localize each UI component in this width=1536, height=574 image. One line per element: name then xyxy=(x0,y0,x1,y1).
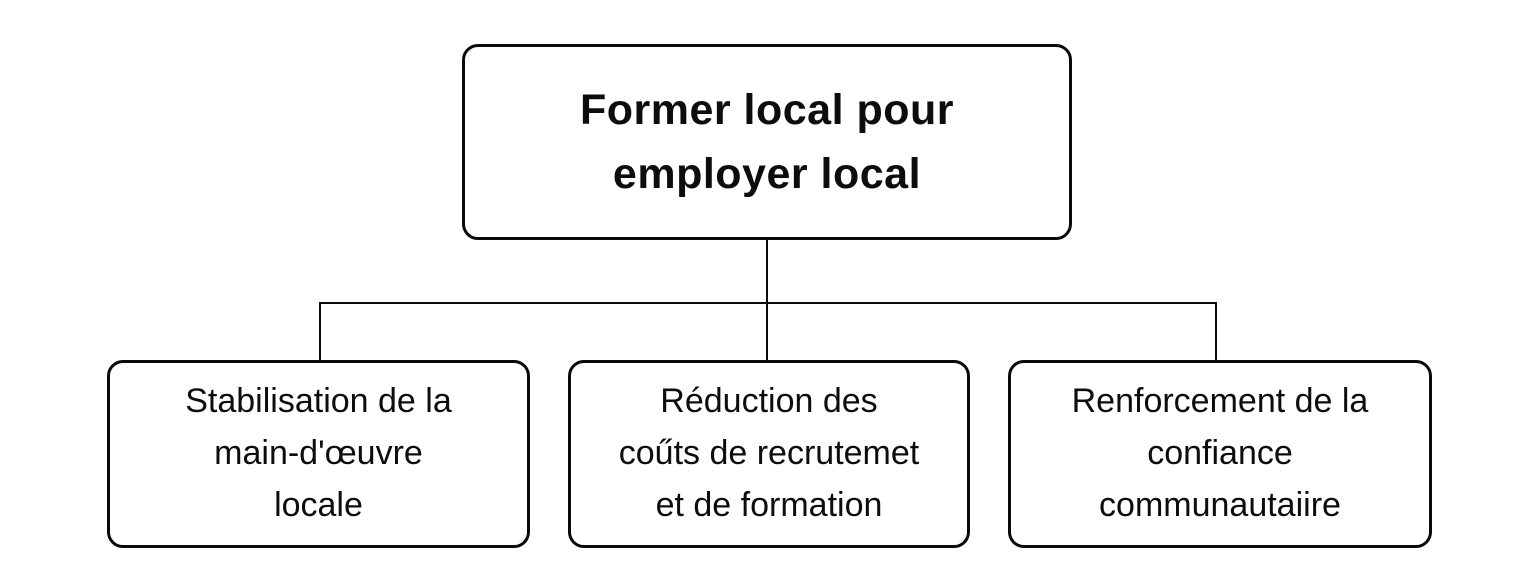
connector-horizontal xyxy=(319,302,1217,304)
root-node: Former local pour employer local xyxy=(462,44,1072,240)
connector-left-stub xyxy=(319,302,321,362)
connector-right-stub xyxy=(1215,302,1217,362)
child-node-renforcement-confiance: Renforcement de la confiance communautai… xyxy=(1008,360,1432,548)
child-node-reduction-couts: Réduction des coűts de recrutemet et de … xyxy=(568,360,970,548)
connector-root-vertical xyxy=(766,240,768,362)
child-node-stabilisation: Stabilisation de la main-d'œuvre locale xyxy=(107,360,530,548)
